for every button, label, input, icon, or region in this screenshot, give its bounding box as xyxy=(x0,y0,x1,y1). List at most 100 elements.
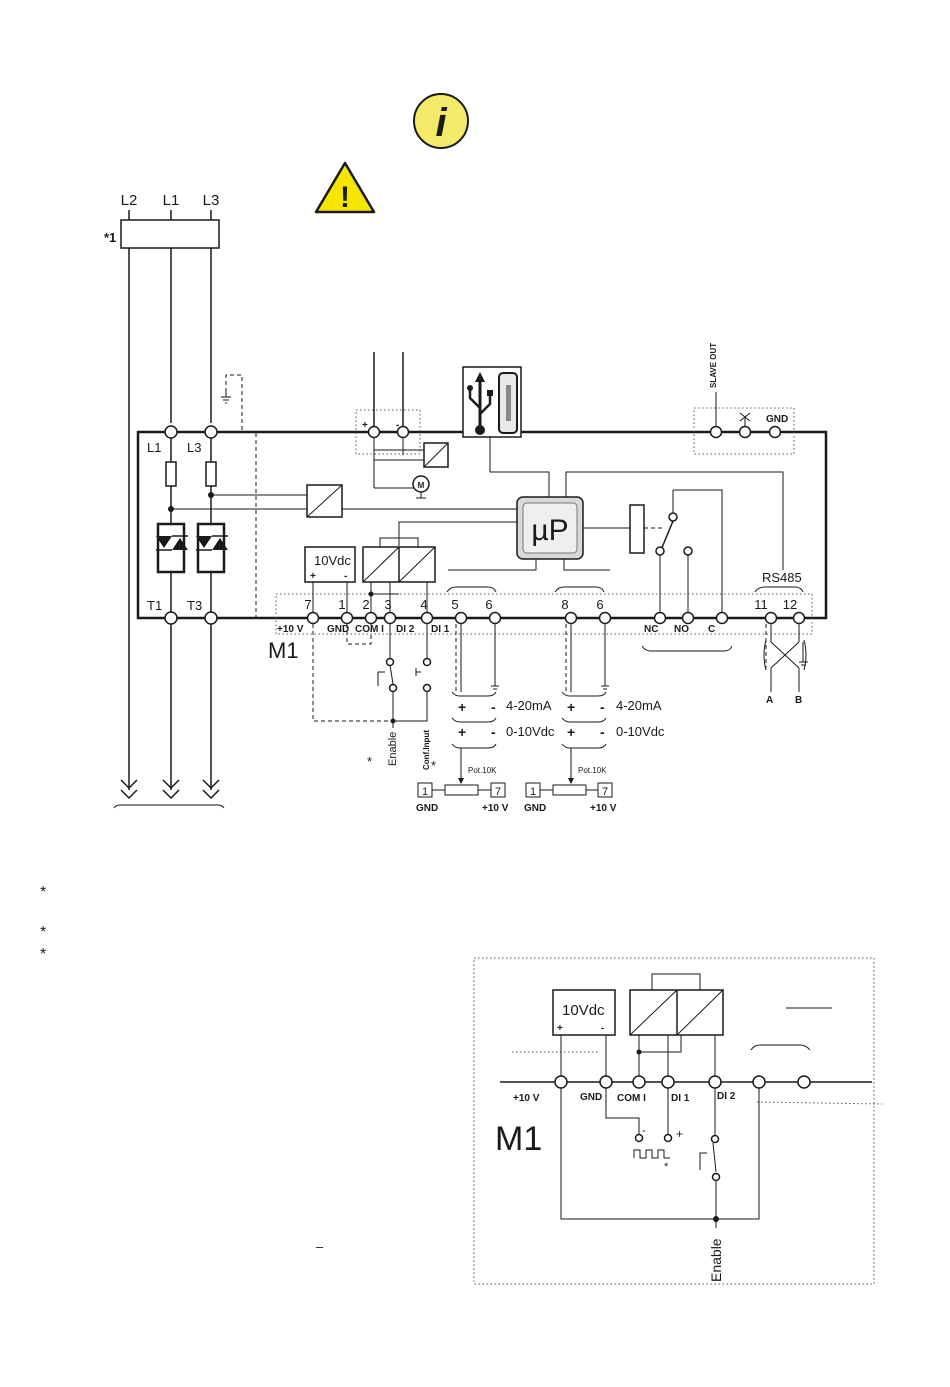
phase-l3-label: L3 xyxy=(203,192,220,209)
thyristor-l3 xyxy=(196,522,228,574)
terminal-l3-in xyxy=(204,425,218,439)
svg-text:A: A xyxy=(766,695,773,706)
analog-input-2: + - 4-20mA + - 0-10Vdc Pot.10K 1 7 GND +… xyxy=(524,624,665,814)
svg-text:GND: GND xyxy=(766,414,788,425)
svg-text:1: 1 xyxy=(338,597,345,612)
svg-text:DI 2: DI 2 xyxy=(717,1091,736,1102)
svg-text:+: + xyxy=(362,420,368,431)
svg-text:4-20mA: 4-20mA xyxy=(506,698,552,713)
svg-text:4-20mA: 4-20mA xyxy=(616,698,662,713)
svg-text:-: - xyxy=(491,724,496,740)
svg-text:12: 12 xyxy=(783,597,797,612)
svg-text:3: 3 xyxy=(384,597,391,612)
svg-text:-: - xyxy=(344,571,347,582)
thyristor-l1 xyxy=(156,522,188,574)
svg-text:GND: GND xyxy=(327,624,349,635)
svg-text:+10 V: +10 V xyxy=(277,624,304,635)
terminal-t1-out xyxy=(164,611,178,625)
phase-l1-label: L1 xyxy=(163,192,180,209)
analog-input-1: + - 4-20mA + - 0-10Vdc Pot.10K 1 7 GND +… xyxy=(416,624,555,814)
svg-text:10Vdc: 10Vdc xyxy=(562,1002,605,1019)
svg-text:+: + xyxy=(567,699,575,715)
rs485-label: RS485 xyxy=(762,570,802,585)
svg-text:-: - xyxy=(491,699,496,715)
svg-text:+10 V: +10 V xyxy=(482,803,509,814)
usb-icon xyxy=(462,366,522,438)
svg-text:GND: GND xyxy=(524,803,546,814)
fuse-l1 xyxy=(165,461,177,487)
svg-text:-: - xyxy=(396,420,399,431)
inset-vdc-box xyxy=(552,989,616,1036)
svg-text:*: * xyxy=(431,758,436,773)
svg-text:B: B xyxy=(795,695,802,706)
svg-text:4: 4 xyxy=(420,597,427,612)
svg-text:7: 7 xyxy=(495,786,501,798)
svg-text:+: + xyxy=(557,1023,563,1034)
svg-text:+: + xyxy=(458,699,466,715)
warning-icon: ! xyxy=(314,161,376,214)
protection-device xyxy=(120,219,220,249)
fuse-l3 xyxy=(205,461,217,487)
svg-text:NC: NC xyxy=(644,624,658,635)
note-star-1: * xyxy=(40,884,46,901)
info-icon: i xyxy=(413,93,469,149)
svg-text:1: 1 xyxy=(530,786,536,798)
note-dash: – xyxy=(316,1239,324,1254)
svg-text:1: 1 xyxy=(422,786,428,798)
svg-text:0-10Vdc: 0-10Vdc xyxy=(616,724,665,739)
svg-text:NO: NO xyxy=(674,624,689,635)
note-star-2: * xyxy=(40,924,46,941)
svg-text:COM I: COM I xyxy=(355,624,384,635)
optocoupler-feedback xyxy=(306,484,343,518)
svg-text:11: 11 xyxy=(754,597,768,612)
svg-text:8: 8 xyxy=(561,597,568,612)
svg-text:+10 V: +10 V xyxy=(590,803,617,814)
svg-text:DI 1: DI 1 xyxy=(431,624,450,635)
svg-text:*: * xyxy=(664,1161,669,1173)
svg-text:-: - xyxy=(600,699,605,715)
svg-text:DI 2: DI 2 xyxy=(396,624,415,635)
enable-switch xyxy=(389,664,394,685)
svg-text:Pot.10K: Pot.10K xyxy=(578,766,607,775)
motor-icon: M xyxy=(412,475,430,499)
note-star-3: * xyxy=(40,946,46,963)
svg-text:-: - xyxy=(642,1125,646,1137)
svg-text:7: 7 xyxy=(602,786,608,798)
svg-text:!: ! xyxy=(340,181,350,214)
svg-text:+: + xyxy=(567,724,575,740)
svg-text:2: 2 xyxy=(362,597,369,612)
svg-text:DI 1: DI 1 xyxy=(671,1093,690,1104)
svg-text:*: * xyxy=(367,754,372,769)
slave-out-label: SLAVE OUT xyxy=(709,343,718,388)
svg-text:+: + xyxy=(310,571,316,582)
aux-converter xyxy=(423,442,449,468)
svg-text:i: i xyxy=(435,101,447,145)
inset-detail xyxy=(473,957,875,1285)
svg-text:GND: GND xyxy=(416,803,438,814)
terminal-labels: +10 V GND COM I DI 2 DI 1 NC NO C xyxy=(277,624,715,635)
svg-text:7: 7 xyxy=(304,597,311,612)
relay-coil xyxy=(629,504,645,554)
terminal-l1-in xyxy=(164,425,178,439)
rs485-bus: A B xyxy=(763,624,808,706)
enable-label: Enable xyxy=(387,732,399,766)
svg-text:0-10Vdc: 0-10Vdc xyxy=(506,724,555,739)
ground-icon xyxy=(221,392,231,404)
svg-text:M: M xyxy=(418,481,425,490)
module-name: M1 xyxy=(268,638,299,663)
t3-label: T3 xyxy=(187,598,202,613)
phase-l2-label: L2 xyxy=(121,192,138,209)
l3-in-label: L3 xyxy=(187,440,201,455)
svg-text:-: - xyxy=(601,1023,604,1034)
svg-text:+: + xyxy=(458,724,466,740)
svg-text:5: 5 xyxy=(451,597,458,612)
l1-in-label: L1 xyxy=(147,440,161,455)
inset-enable-switch xyxy=(712,1142,717,1173)
softstarter-module xyxy=(136,430,828,620)
terminal-strip xyxy=(306,611,806,625)
svg-text:COM I: COM I xyxy=(617,1093,646,1104)
device-ref-label: *1 xyxy=(104,230,116,245)
supply-labels: L2 L1 L3 *1 xyxy=(104,192,219,245)
svg-text:C: C xyxy=(708,624,715,635)
